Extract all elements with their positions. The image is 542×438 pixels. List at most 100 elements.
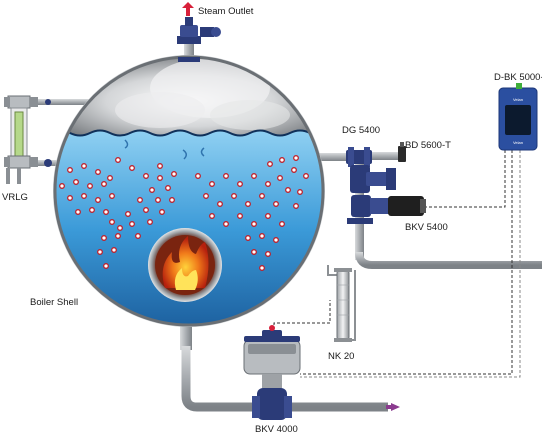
bubble — [103, 263, 109, 269]
bubble — [129, 165, 135, 171]
bubble — [135, 233, 141, 239]
bubble — [103, 209, 109, 215]
bubble — [251, 249, 257, 255]
label-bkv5400: BKV 5400 — [405, 222, 448, 233]
bubble — [107, 175, 113, 181]
bubble — [125, 211, 131, 217]
label-boiler-shell: Boiler Shell — [30, 297, 78, 308]
bubble — [59, 183, 65, 189]
bubble — [171, 171, 177, 177]
bubble — [115, 157, 121, 163]
bkv5400-valve — [347, 165, 426, 224]
bubble — [95, 197, 101, 203]
bubble — [209, 213, 215, 219]
bubble — [67, 195, 73, 201]
bubble — [129, 221, 135, 227]
label-nk20: NK 20 — [328, 351, 354, 362]
flow-arrow-icon — [391, 403, 400, 411]
steam-outlet-arrow-icon — [182, 2, 194, 16]
flow-arrow-tail — [386, 405, 392, 409]
bubble — [137, 197, 143, 203]
bubble — [117, 225, 123, 231]
bubble — [245, 201, 251, 207]
bubble — [87, 183, 93, 189]
bubble — [165, 185, 171, 191]
bkv5400-discharge-pipe — [355, 251, 542, 269]
dg5400-device — [346, 147, 400, 167]
bubble — [237, 181, 243, 187]
bubble — [97, 249, 103, 255]
bubble — [223, 173, 229, 179]
bubble — [279, 157, 285, 163]
bubble — [259, 193, 265, 199]
bubble — [223, 221, 229, 227]
bubble — [89, 207, 95, 213]
bubble — [303, 173, 309, 179]
steam-outlet-pipe — [184, 42, 194, 60]
label-vrlg: VRLG — [2, 192, 28, 203]
bubble — [73, 179, 79, 185]
label-dbk5000t: D-BK 5000-T — [494, 72, 542, 83]
bubble — [273, 237, 279, 243]
steam-outlet-valve — [177, 17, 221, 62]
bkv4000-valve — [243, 325, 301, 420]
bubble — [209, 181, 215, 187]
label-dg5400: DG 5400 — [342, 125, 380, 136]
flame-core — [174, 268, 198, 290]
bubble — [81, 193, 87, 199]
bubble — [155, 197, 161, 203]
bubble — [109, 219, 115, 225]
nk-upper-tube — [327, 265, 337, 276]
bubble — [67, 167, 73, 173]
bubble — [75, 209, 81, 215]
bubble — [267, 161, 273, 167]
controller-brand-top: Velan — [513, 97, 523, 102]
label-steam-outlet: Steam Outlet — [198, 6, 254, 17]
blowdown-stub — [180, 322, 192, 350]
bubble — [291, 167, 297, 173]
bubble — [265, 213, 271, 219]
dg-pipe — [318, 153, 356, 161]
bubble — [237, 213, 243, 219]
bubble — [259, 233, 265, 239]
bubble — [149, 187, 155, 193]
bubble — [245, 235, 251, 241]
bubble — [159, 209, 165, 215]
bubble — [279, 221, 285, 227]
label-bd5600t: BD 5600-T — [405, 140, 451, 151]
bubble — [115, 233, 121, 239]
label-bkv4000: BKV 4000 — [255, 424, 298, 433]
bubble — [203, 193, 209, 199]
blowdown-pipe — [181, 346, 388, 412]
bubble — [217, 201, 223, 207]
bubble — [111, 247, 117, 253]
bubble — [95, 169, 101, 175]
nk20-cooler — [334, 268, 352, 342]
bubble — [293, 155, 299, 161]
bubble — [285, 187, 291, 193]
bubble — [293, 203, 299, 209]
bubble — [101, 181, 107, 187]
bubble — [273, 201, 279, 207]
bubble — [297, 189, 303, 195]
bubble — [277, 175, 283, 181]
bubble — [157, 163, 163, 169]
water-level-line — [55, 129, 323, 137]
bubble — [231, 193, 237, 199]
bubble-field — [59, 155, 309, 271]
bubble — [265, 181, 271, 187]
bubble — [251, 173, 257, 179]
bubble — [169, 197, 175, 203]
bubble — [157, 175, 163, 181]
bubble — [195, 173, 201, 179]
bubble — [101, 235, 107, 241]
vrlg-upper-pipe — [38, 99, 96, 105]
bubble — [81, 163, 87, 169]
bubble — [251, 221, 257, 227]
bubble — [147, 219, 153, 225]
bubble — [259, 265, 265, 271]
bubble — [109, 193, 115, 199]
dbk5000t-controller: Velan Velan — [498, 83, 538, 151]
